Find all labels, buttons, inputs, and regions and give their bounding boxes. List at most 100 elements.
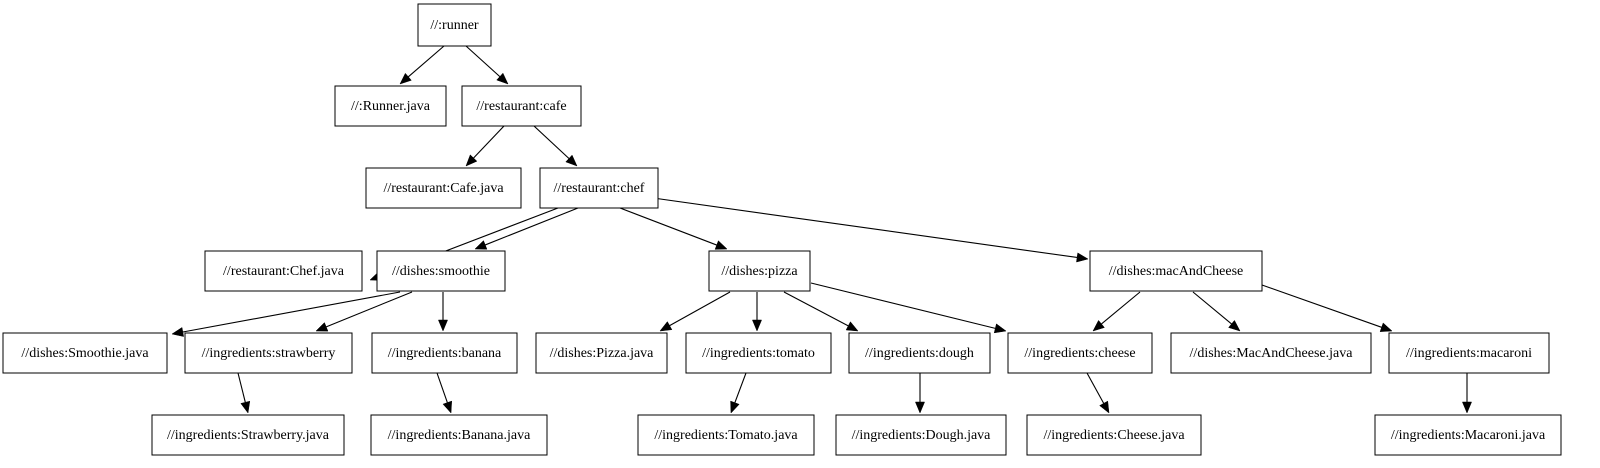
edge-arrowhead-icon <box>496 72 509 85</box>
edge-arrowhead-icon <box>399 72 412 85</box>
edge-arrowhead-icon <box>438 319 448 332</box>
graph-node[interactable]: //ingredients:cheese <box>1007 332 1153 374</box>
node-box[interactable] <box>1374 414 1562 456</box>
node-box[interactable] <box>365 167 522 209</box>
graph-node[interactable]: //restaurant:Cafe.java <box>365 167 522 209</box>
graph-node[interactable]: //restaurant:cafe <box>461 85 582 127</box>
node-label: //ingredients:tomato <box>702 346 815 361</box>
graph-node[interactable]: //restaurant:chef <box>539 167 659 209</box>
graph-node[interactable]: //dishes:MacAndCheese.java <box>1170 332 1372 374</box>
edge-line <box>1086 372 1105 404</box>
graph-node[interactable]: //:runner <box>417 3 492 47</box>
edge-arrowhead-icon <box>1076 252 1089 263</box>
node-box[interactable] <box>417 3 492 47</box>
graph-edge <box>810 282 1007 334</box>
node-box[interactable] <box>204 250 363 292</box>
node-label: //ingredients:dough <box>865 346 974 361</box>
node-box[interactable] <box>184 332 353 374</box>
graph-node[interactable]: //ingredients:tomato <box>685 332 832 374</box>
graph-node[interactable]: //restaurant:Chef.java <box>204 250 363 292</box>
graph-edge <box>436 372 452 414</box>
graph-edge <box>438 292 448 332</box>
node-label: //:runner <box>430 18 479 33</box>
node-box[interactable] <box>708 250 811 292</box>
graph-node[interactable]: //ingredients:macaroni <box>1388 332 1550 374</box>
node-box[interactable] <box>151 414 345 456</box>
graph-node[interactable]: //ingredients:Dough.java <box>835 414 1007 456</box>
edge-line <box>669 291 731 327</box>
graph-node[interactable]: //:Runner.java <box>334 85 447 127</box>
graph-edge <box>1462 373 1472 414</box>
graph-edge <box>1192 291 1241 332</box>
graph-node[interactable]: //ingredients:strawberry <box>184 332 353 374</box>
node-label: //restaurant:chef <box>554 181 645 196</box>
graph-edge <box>730 372 747 414</box>
node-box[interactable] <box>637 414 815 456</box>
node-box[interactable] <box>535 332 668 374</box>
graph-edges-layer <box>171 45 1472 414</box>
graph-node[interactable]: //ingredients:dough <box>848 332 991 374</box>
edge-arrowhead-icon <box>474 240 488 250</box>
node-box[interactable] <box>1089 250 1263 292</box>
node-box[interactable] <box>334 85 447 127</box>
node-label: //restaurant:cafe <box>476 99 566 114</box>
node-label: //dishes:Smoothie.java <box>21 346 149 361</box>
edge-arrowhead-icon <box>659 321 673 332</box>
graph-node[interactable]: //dishes:macAndCheese <box>1089 250 1263 292</box>
graph-edge <box>915 373 925 414</box>
graph-node[interactable]: //dishes:pizza <box>708 250 811 292</box>
graph-edge <box>619 207 728 250</box>
edge-arrowhead-icon <box>465 154 478 167</box>
node-box[interactable] <box>685 332 832 374</box>
edge-arrowhead-icon <box>1092 319 1105 332</box>
graph-edge <box>1261 284 1393 332</box>
node-box[interactable] <box>848 332 991 374</box>
node-label: //ingredients:banana <box>388 346 502 361</box>
edge-line <box>619 207 717 246</box>
node-box[interactable] <box>376 250 506 292</box>
edge-arrowhead-icon <box>993 323 1007 334</box>
edge-line <box>473 125 505 159</box>
graph-node[interactable]: //ingredients:Tomato.java <box>637 414 815 456</box>
node-label: //restaurant:Cafe.java <box>383 181 504 196</box>
node-box[interactable] <box>370 414 548 456</box>
graph-node[interactable]: //ingredients:Macaroni.java <box>1374 414 1562 456</box>
edge-arrowhead-icon <box>714 240 728 250</box>
edge-line <box>1192 291 1232 325</box>
node-label: //ingredients:Cheese.java <box>1043 428 1185 443</box>
node-label: //:Runner.java <box>351 99 431 114</box>
node-box[interactable] <box>2 332 168 374</box>
edge-arrowhead-icon <box>442 400 452 414</box>
edge-arrowhead-icon <box>845 321 859 332</box>
node-box[interactable] <box>1388 332 1550 374</box>
node-label: //ingredients:Macaroni.java <box>1391 428 1546 443</box>
node-label: //dishes:pizza <box>721 264 798 279</box>
graph-node[interactable]: //dishes:Smoothie.java <box>2 332 168 374</box>
graph-node[interactable]: //ingredients:Cheese.java <box>1026 414 1202 456</box>
node-label: //dishes:smoothie <box>392 264 490 279</box>
node-box[interactable] <box>1170 332 1372 374</box>
node-box[interactable] <box>461 85 582 127</box>
node-box[interactable] <box>371 332 518 374</box>
edge-line <box>1261 284 1382 328</box>
node-label: //ingredients:macaroni <box>1406 346 1532 361</box>
graph-edge <box>638 195 1089 263</box>
node-label: //dishes:Pizza.java <box>550 346 655 361</box>
node-box[interactable] <box>539 167 659 209</box>
graph-node[interactable]: //dishes:smoothie <box>376 250 506 292</box>
edge-line <box>638 195 1078 259</box>
edge-line <box>182 291 401 333</box>
graph-node[interactable]: //ingredients:banana <box>371 332 518 374</box>
node-box[interactable] <box>1007 332 1153 374</box>
graph-node[interactable]: //dishes:Pizza.java <box>535 332 668 374</box>
graph-node[interactable]: //ingredients:Banana.java <box>370 414 548 456</box>
edge-arrowhead-icon <box>1228 319 1241 332</box>
graph-node[interactable]: //ingredients:Strawberry.java <box>151 414 345 456</box>
node-box[interactable] <box>835 414 1007 456</box>
edge-arrowhead-icon <box>1379 322 1393 332</box>
edge-arrowhead-icon <box>915 401 925 414</box>
node-box[interactable] <box>1026 414 1202 456</box>
edge-arrowhead-icon <box>752 319 762 332</box>
